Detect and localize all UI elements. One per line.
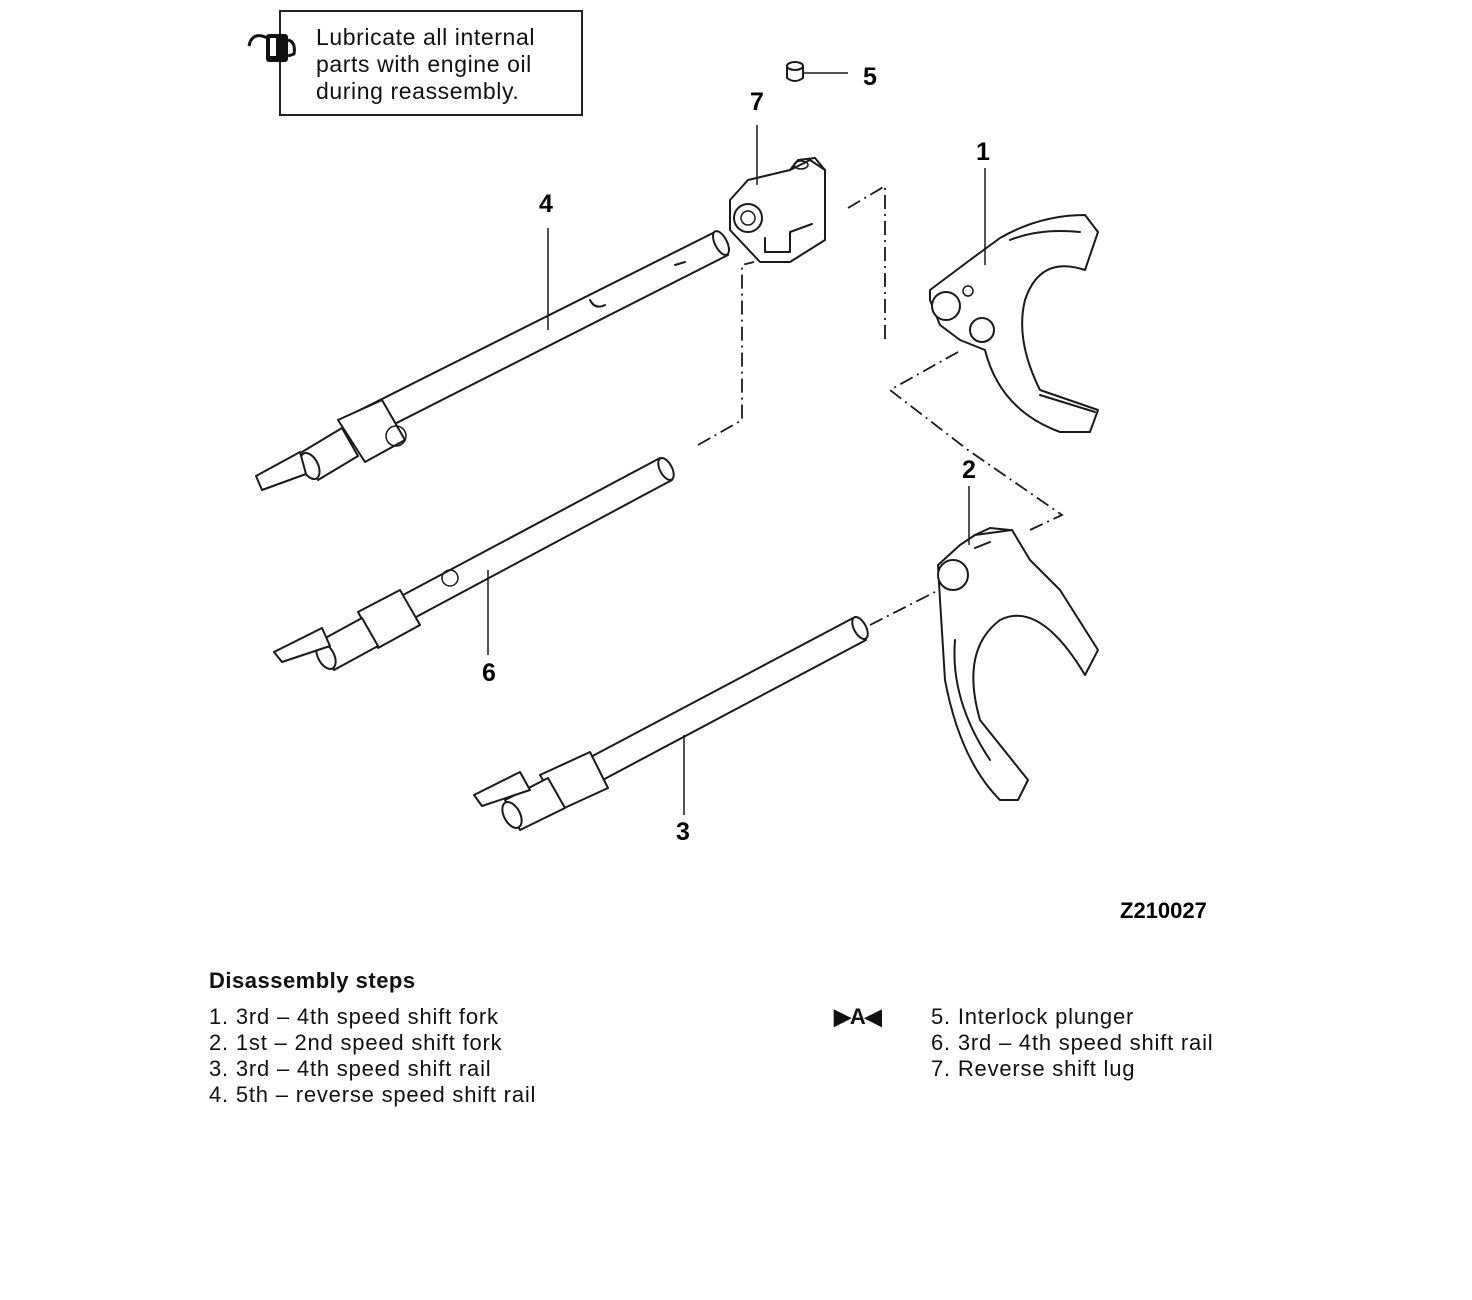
service-point-marker-a: ▶A◀: [834, 1004, 882, 1029]
step-4: 4. 5th – reverse speed shift rail: [209, 1082, 537, 1107]
interlock-plunger: [786, 61, 848, 82]
shift-rail-5th-reverse: [255, 228, 730, 491]
callout-5: 5: [863, 63, 877, 91]
figure-id: Z210027: [1120, 898, 1207, 923]
note-line-3: during reassembly.: [316, 78, 520, 104]
assembly-line-rail-fork: [869, 591, 936, 626]
shift-rail-3rd-4th-lower: [473, 616, 869, 831]
callout-6: 6: [482, 659, 496, 687]
reverse-shift-lug: [729, 125, 826, 263]
step-2: 2. 1st – 2nd speed shift fork: [209, 1030, 503, 1055]
shift-rail-exploded-diagram: 1 2 3 4 5 6 7 Z210027: [255, 61, 1207, 923]
shift-fork-1st-2nd: [937, 486, 1099, 801]
step-7: 7. Reverse shift lug: [931, 1056, 1136, 1081]
assembly-line-rail-lug: [697, 261, 755, 446]
assembly-line-forks: [888, 351, 1064, 531]
callout-4: 4: [539, 190, 553, 218]
lubrication-note: Lubricate all internal parts with engine…: [279, 10, 583, 116]
step-3: 3. 3rd – 4th speed shift rail: [209, 1056, 492, 1081]
shift-rail-3rd-4th-upper: [273, 457, 675, 671]
callout-3: 3: [676, 818, 690, 846]
callout-7: 7: [750, 88, 764, 116]
note-line-1: Lubricate all internal: [316, 24, 536, 50]
step-1: 1. 3rd – 4th speed shift fork: [209, 1004, 499, 1029]
shift-fork-3rd-4th: [929, 168, 1099, 433]
disassembly-steps-title: Disassembly steps: [209, 968, 416, 993]
oil-can-icon: [247, 34, 296, 62]
step-5: 5. Interlock plunger: [931, 1004, 1135, 1029]
callout-1: 1: [976, 138, 990, 166]
note-line-2: parts with engine oil: [316, 51, 532, 77]
step-6: 6. 3rd – 4th speed shift rail: [931, 1030, 1214, 1055]
callout-2: 2: [962, 456, 976, 484]
assembly-line-lug-fork: [847, 184, 886, 340]
